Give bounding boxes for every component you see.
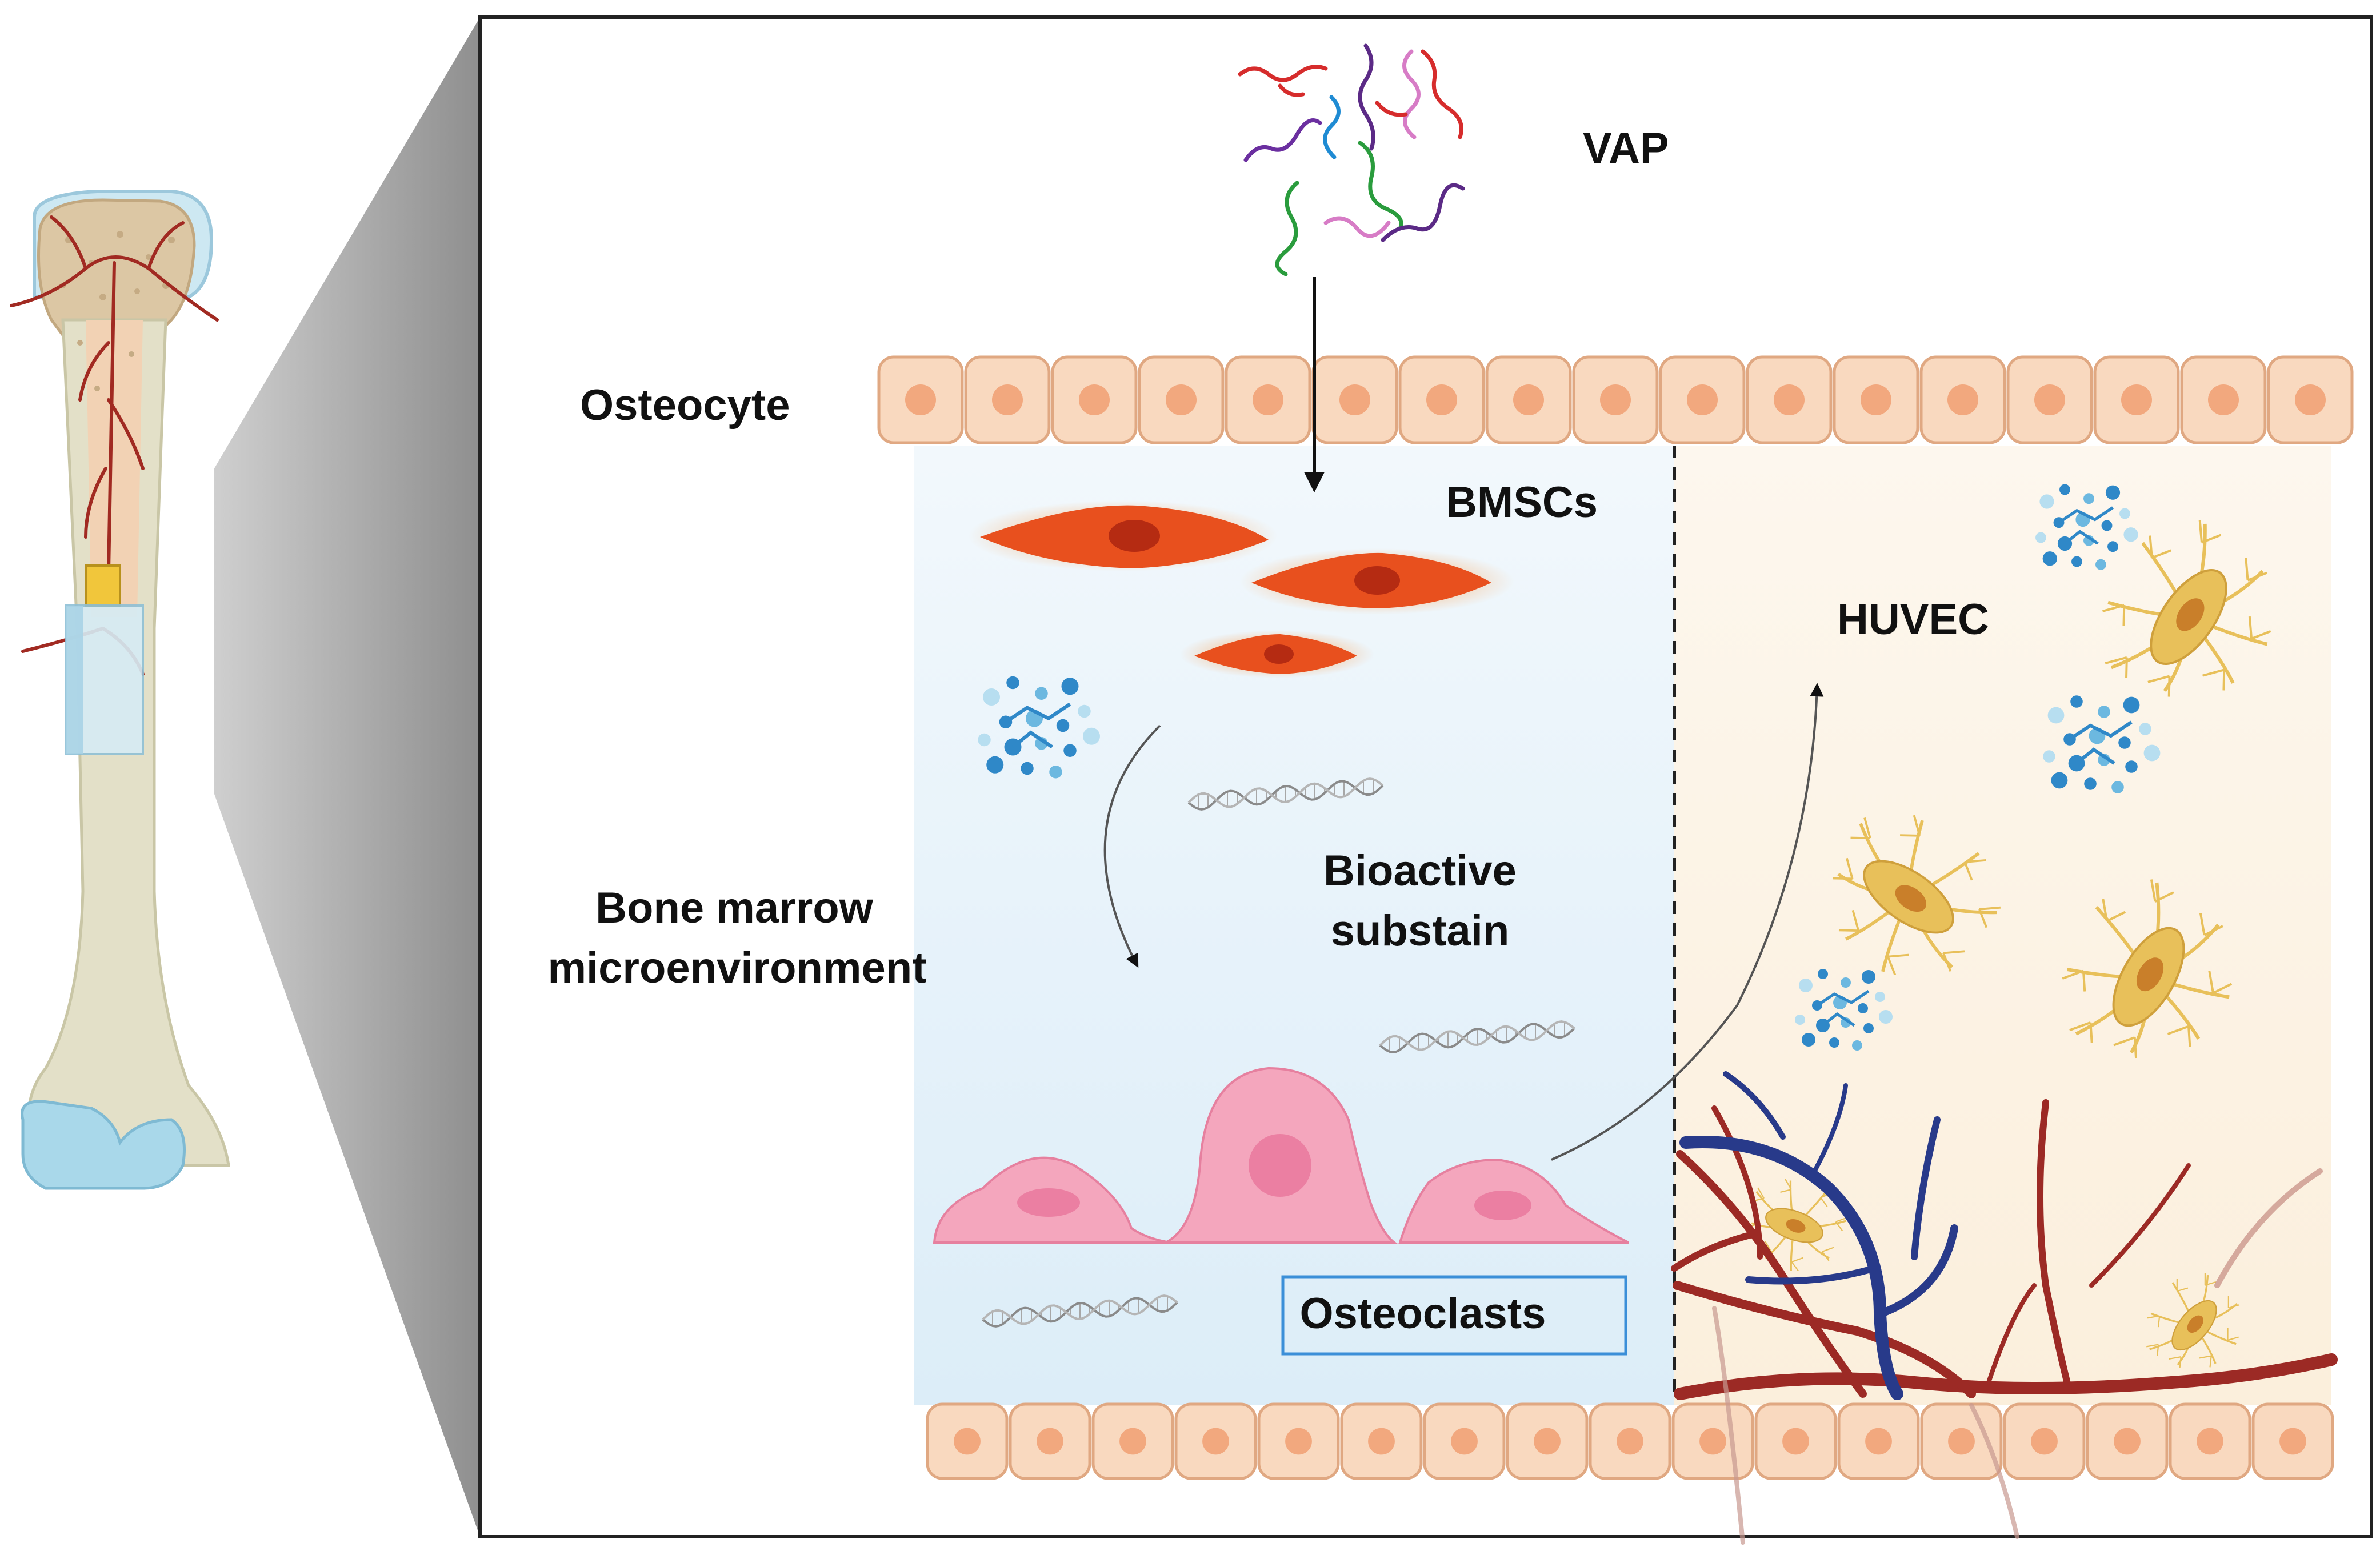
osteocyte-cell xyxy=(926,1402,1009,1480)
osteocyte-cell xyxy=(1174,1402,1257,1480)
huvec-cell xyxy=(2146,1273,2240,1368)
osteocyte-cell xyxy=(964,355,1051,444)
huvec-cell xyxy=(1833,815,2001,976)
osteocyte-cell xyxy=(1091,1402,1174,1480)
peptide-strands-icon xyxy=(1238,43,1465,276)
bioactive-label-line2: substain xyxy=(1331,907,1510,955)
osteocyte-cell xyxy=(1051,355,1138,444)
osteocyte-cell xyxy=(1398,355,1485,444)
osteocyte-cell xyxy=(1671,1402,1754,1480)
osteocyte-cell xyxy=(2267,355,2354,444)
bmsc-to-osteoclast-arrow xyxy=(1103,724,1161,968)
osteocyte-cell xyxy=(1423,1402,1506,1480)
osteocyte-label: Osteocyte xyxy=(580,381,790,430)
molecule-cluster xyxy=(978,676,1100,779)
vap-label: VAP xyxy=(1583,124,1669,173)
dna-strand xyxy=(1379,1020,1575,1053)
dna-strand xyxy=(1187,777,1384,811)
osteocyte-cell xyxy=(2086,1402,2169,1480)
osteocyte-cell xyxy=(2169,1402,2251,1480)
bioactive-label-line1: Bioactive xyxy=(1323,847,1517,895)
dna-strand-icon xyxy=(982,777,1575,1328)
bone-marrow-label-line1: Bone marrow xyxy=(595,884,874,932)
osteocyte-cell xyxy=(1225,355,1311,444)
huvec-cell xyxy=(2062,879,2233,1059)
osteocyte-cell xyxy=(1659,355,1746,444)
osteocyte-cell xyxy=(1311,355,1398,444)
bmsc-cells xyxy=(969,500,1514,678)
osteocyte-cell xyxy=(1837,1402,1920,1480)
huvec-cells xyxy=(1749,520,2271,1368)
bmscs-label: BMSCs xyxy=(1446,478,1598,527)
osteocyte-cell xyxy=(1138,355,1225,444)
osteocyte-cell xyxy=(1589,1402,1671,1480)
molecule-cluster xyxy=(2043,695,2161,793)
molecule-cluster-icon xyxy=(978,484,2161,1051)
molecule-cluster xyxy=(1795,969,1893,1051)
osteocyte-cell xyxy=(1485,355,1572,444)
osteocyte-cell-row-bottom xyxy=(926,1402,2334,1480)
osteoclast-to-huvec-arrow xyxy=(1551,683,1824,1161)
osteocyte-cell xyxy=(1506,1402,1589,1480)
osteocyte-cell xyxy=(1340,1402,1423,1480)
osteocyte-cell xyxy=(1572,355,1659,444)
osteoclast-cells xyxy=(933,1067,1629,1244)
osteocyte-cell xyxy=(2006,355,2093,444)
osteocyte-cell xyxy=(877,355,964,444)
dna-strand xyxy=(982,1294,1178,1328)
osteocyte-cell xyxy=(2093,355,2180,444)
osteocyte-cell xyxy=(1257,1402,1340,1480)
osteocyte-cell xyxy=(1746,355,1833,444)
bone-marrow-label-line2: microenvironment xyxy=(547,944,926,992)
osteoclasts-label: Osteoclasts xyxy=(1300,1289,1546,1338)
osteocyte-cell xyxy=(1833,355,1919,444)
molecule-cluster xyxy=(2035,484,2138,570)
zoom-cone xyxy=(214,17,480,1537)
osteoclasts-label-box xyxy=(1281,1275,1627,1356)
osteocyte-cell xyxy=(2180,355,2267,444)
huvec-cell xyxy=(1749,1179,1848,1272)
osteocyte-cell xyxy=(1919,355,2006,444)
blood-vessels xyxy=(1671,1071,2338,1545)
osteocyte-cell xyxy=(2251,1402,2334,1480)
osteocyte-cell xyxy=(1009,1402,1091,1480)
osteocyte-cell-row-top xyxy=(877,355,2354,444)
huvec-cell xyxy=(2102,520,2271,697)
osteocyte-cell xyxy=(1754,1402,1837,1480)
huvec-label: HUVEC xyxy=(1837,595,1989,644)
bone-icon xyxy=(10,190,230,1190)
osteocyte-cell xyxy=(2003,1402,2086,1480)
